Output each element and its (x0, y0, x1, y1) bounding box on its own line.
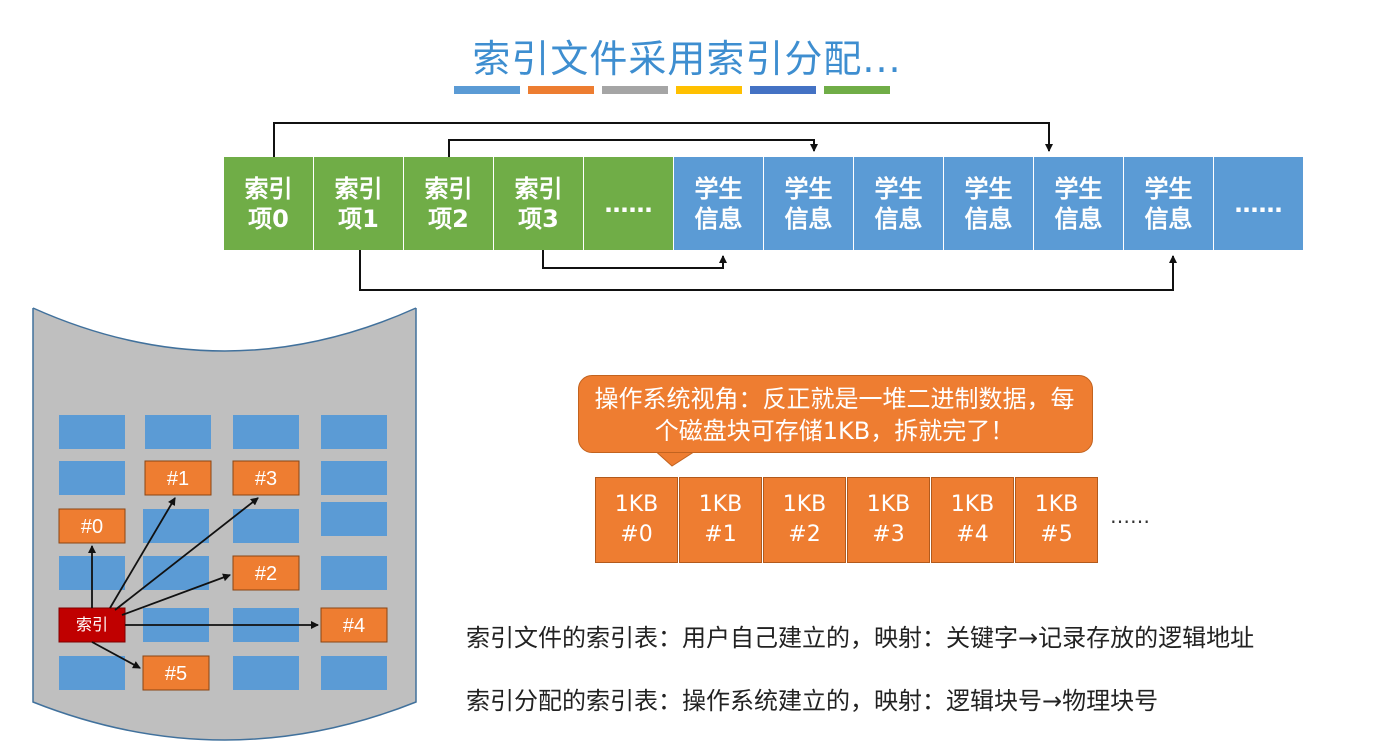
disk-blocks (59, 415, 387, 690)
index-allocation-table-note: 索引分配的索引表：操作系统建立的，映射：逻辑块号→物理块号 (466, 687, 1159, 715)
kb-block-5: 1KB#5 (1015, 477, 1098, 563)
disk-block (321, 502, 387, 536)
pointer-to-block-3 (114, 497, 259, 611)
connector-index0-record5 (273, 122, 1053, 157)
allocated-block-2 (232, 555, 300, 591)
index-file-row: 索引项0 索引项1 索引项2 索引项3 …… 学生信息 学生信息 学生信息 学生… (224, 157, 1304, 250)
student-record-2: 学生信息 (764, 157, 853, 250)
allocated-block-1-label: #1 (167, 468, 189, 490)
allocated-block-4-label: #4 (343, 615, 365, 637)
kb-block-3: 1KB#3 (847, 477, 930, 563)
stripe-6 (824, 86, 890, 94)
student-record-ellipsis: …… (1214, 157, 1303, 250)
disk-block (59, 656, 125, 690)
student-record-6: 学生信息 (1124, 157, 1213, 250)
disk-block (145, 415, 211, 449)
disk-block (233, 415, 299, 449)
allocated-block-3 (232, 460, 300, 496)
os-perspective-bubble (578, 375, 1093, 453)
disk-block (59, 461, 125, 495)
index-entry-1: 索引项1 (314, 157, 403, 250)
student-record-4: 学生信息 (944, 157, 1033, 250)
stripe-4 (676, 86, 742, 94)
disk-block (321, 556, 387, 590)
allocated-block-0 (58, 508, 126, 544)
allocated-blocks (58, 460, 388, 691)
connector-index2-record2 (448, 139, 818, 157)
connector-index3-record1 (542, 250, 727, 269)
stripe-5 (750, 86, 816, 94)
disk-block (233, 656, 299, 690)
title-underline-stripes (454, 86, 890, 94)
stripe-3 (602, 86, 668, 94)
student-record-1: 学生信息 (674, 157, 763, 250)
slide-title: 索引文件采用索引分配... (472, 37, 902, 81)
kb-block-4: 1KB#4 (931, 477, 1014, 563)
index-to-record-connectors (273, 122, 1177, 291)
pointer-to-block-2 (121, 573, 231, 616)
disk-block (233, 509, 299, 543)
kb-block-0: 1KB#0 (595, 477, 678, 563)
index-entry-2: 索引项2 (404, 157, 493, 250)
index-entry-3: 索引项3 (494, 157, 583, 250)
disk-block (321, 461, 387, 495)
student-record-3: 学生信息 (854, 157, 943, 250)
kb-block-1: 1KB#1 (679, 477, 762, 563)
kb-block-2: 1KB#2 (763, 477, 846, 563)
disk-block (321, 415, 387, 449)
allocated-block-5-label: #5 (165, 663, 187, 685)
index-entry-0: 索引项0 (224, 157, 313, 250)
index-pointer-arrows (88, 497, 319, 669)
disk-block (59, 415, 125, 449)
index-entry-ellipsis: …… (584, 157, 673, 250)
disk-block (321, 656, 387, 690)
connector-index1-record6 (359, 250, 1177, 291)
index-block-label: 索引 (76, 616, 108, 634)
allocated-block-0-label: #0 (81, 516, 103, 538)
os-perspective-text: 操作系统视角：反正就是一堆二进制数据，每个磁盘块可存储1KB，拆就完了！ (594, 385, 1075, 445)
disk-block (143, 509, 209, 543)
allocated-block-5 (142, 655, 210, 691)
allocated-block-1 (144, 460, 212, 496)
pointer-to-block-5 (91, 641, 141, 669)
allocated-block-4 (320, 607, 388, 643)
student-record-5: 学生信息 (1034, 157, 1123, 250)
stripe-1 (454, 86, 520, 94)
allocated-block-2-label: #2 (255, 563, 277, 585)
kb-block-row: 1KB#0 1KB#1 1KB#2 1KB#3 1KB#4 1KB#5 (595, 477, 1099, 563)
stripe-2 (528, 86, 594, 94)
kb-block-ellipsis: …… (1110, 504, 1150, 528)
pointer-to-block-1 (109, 497, 176, 609)
allocated-block-3-label: #3 (255, 468, 277, 490)
index-file-table-note: 索引文件的索引表：用户自己建立的，映射：关键字→记录存放的逻辑地址 (466, 624, 1255, 652)
